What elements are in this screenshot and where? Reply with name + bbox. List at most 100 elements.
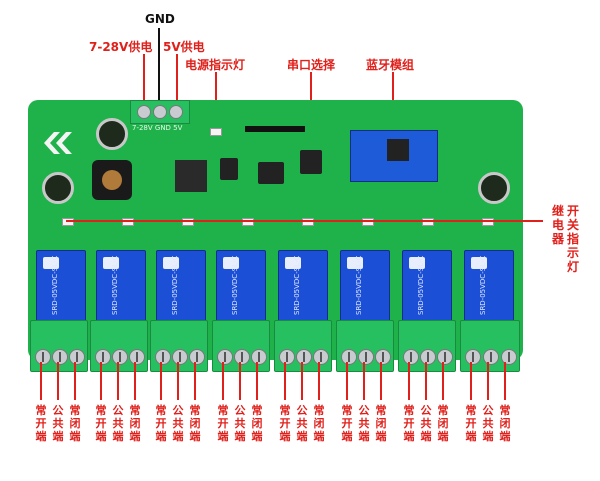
terminal-label: 公共端	[52, 404, 64, 443]
relay: SRD-05VDC-SL-C	[216, 250, 266, 324]
terminal-pointer	[222, 362, 224, 400]
terminal-pointer	[57, 362, 59, 400]
relay: SRD-05VDC-SL-C	[340, 250, 390, 324]
power-indicator-label: 电源指示灯	[185, 58, 246, 72]
gnd-pointer	[158, 28, 160, 100]
relay-indicator-led	[422, 218, 434, 226]
relay-brand-logo	[103, 257, 119, 269]
power-terminal	[130, 100, 190, 124]
relay-indicator-led	[482, 218, 494, 226]
screw-icon	[189, 349, 205, 365]
terminal-pointer	[380, 362, 382, 400]
relay-indicator-led	[242, 218, 254, 226]
screw-icon	[234, 349, 250, 365]
relay-model-text: SRD-05VDC-SL-C	[417, 255, 425, 315]
terminal-label: 常开端	[465, 404, 477, 443]
relay-indicator-led	[302, 218, 314, 226]
relay-model-text: SRD-05VDC-SL-C	[479, 255, 487, 315]
terminal-label: 常闭端	[189, 404, 201, 443]
terminal-label: 常开端	[155, 404, 167, 443]
capacitor-icon	[96, 118, 128, 150]
terminal-label: 公共端	[112, 404, 124, 443]
supply-5v-pointer	[176, 54, 178, 100]
terminal-label: 公共端	[358, 404, 370, 443]
power-indicator-led	[210, 128, 222, 136]
terminal-label: 常闭端	[129, 404, 141, 443]
terminal-label: 常开端	[35, 404, 47, 443]
relay: SRD-05VDC-SL-C	[36, 250, 86, 324]
terminal-label: 常闭端	[375, 404, 387, 443]
terminal-pointer	[177, 362, 179, 400]
relay-indicator-label-col2: 开关指示灯	[566, 204, 579, 274]
terminal-label: 常开端	[403, 404, 415, 443]
relay-model-text: SRD-05VDC-SL-C	[231, 255, 239, 315]
mcu-chip	[258, 162, 284, 184]
terminal-label: 常闭端	[69, 404, 81, 443]
screw-icon	[465, 349, 481, 365]
terminal-pointer	[363, 362, 365, 400]
relay-brand-logo	[347, 257, 363, 269]
bluetooth-module	[350, 130, 438, 182]
relay-brand-logo	[285, 257, 301, 269]
relay-indicator-led	[122, 218, 134, 226]
screw-icon	[129, 349, 145, 365]
terminal-pointer	[408, 362, 410, 400]
terminal-label: 公共端	[234, 404, 246, 443]
relay-model-text: SRD-05VDC-SL-C	[51, 255, 59, 315]
terminal-pointer	[256, 362, 258, 400]
terminal-block	[90, 320, 148, 372]
terminal-pointer	[425, 362, 427, 400]
relay-model-text: SRD-05VDC-SL-C	[293, 255, 301, 315]
relay-brand-logo	[471, 257, 487, 269]
screw-icon	[112, 349, 128, 365]
relay: SRD-05VDC-SL-C	[278, 250, 328, 324]
screw-icon	[172, 349, 188, 365]
screw-icon	[35, 349, 51, 365]
terminal-label: 公共端	[482, 404, 494, 443]
terminal-label: 常闭端	[251, 404, 263, 443]
relay-indicator-label-col1: 继电器	[551, 204, 564, 246]
relay-brand-logo	[43, 257, 59, 269]
terminal-block	[460, 320, 520, 372]
pin-header	[245, 126, 305, 132]
terminal-label: 常闭端	[437, 404, 449, 443]
screw-icon	[358, 349, 374, 365]
relay-indicator-led	[182, 218, 194, 226]
bluetooth-module-label: 蓝牙模组	[366, 58, 415, 72]
terminal-label: 常开端	[95, 404, 107, 443]
terminal-pointer	[470, 362, 472, 400]
relay-brand-logo	[223, 257, 239, 269]
terminal-strip	[28, 320, 523, 372]
terminal-pointer	[346, 362, 348, 400]
terminal-label: 公共端	[172, 404, 184, 443]
terminal-block	[336, 320, 394, 372]
terminal-pointer	[40, 362, 42, 400]
relay-brand-logo	[163, 257, 179, 269]
relay-indicator-led	[362, 218, 374, 226]
relay-model-text: SRD-05VDC-SL-C	[111, 255, 119, 315]
terminal-pointer	[134, 362, 136, 400]
relay: SRD-05VDC-SL-C	[402, 250, 452, 324]
power-terminal-silkscreen: 7-28V GND 5V	[132, 124, 183, 132]
terminal-label: 公共端	[420, 404, 432, 443]
relay-model-text: SRD-05VDC-SL-C	[355, 255, 363, 315]
screw-icon	[153, 105, 167, 119]
supply-7-28v-pointer	[143, 54, 145, 100]
inductor-icon	[92, 160, 132, 200]
screw-icon	[437, 349, 453, 365]
terminal-block	[150, 320, 208, 372]
supply-7-28v-label: 7-28V供电	[89, 40, 153, 54]
brand-logo-icon	[44, 132, 72, 154]
terminal-pointer	[487, 362, 489, 400]
terminal-pointer	[504, 362, 506, 400]
terminal-block	[274, 320, 332, 372]
terminal-pointer	[74, 362, 76, 400]
terminal-label: 常闭端	[313, 404, 325, 443]
screw-icon	[137, 105, 151, 119]
bluetooth-chip-icon	[387, 139, 409, 161]
capacitor-icon	[478, 172, 510, 204]
relay-indicator-pointer	[66, 220, 543, 222]
terminal-label: 常开端	[217, 404, 229, 443]
screw-icon	[279, 349, 295, 365]
gnd-label: GND	[145, 12, 175, 26]
